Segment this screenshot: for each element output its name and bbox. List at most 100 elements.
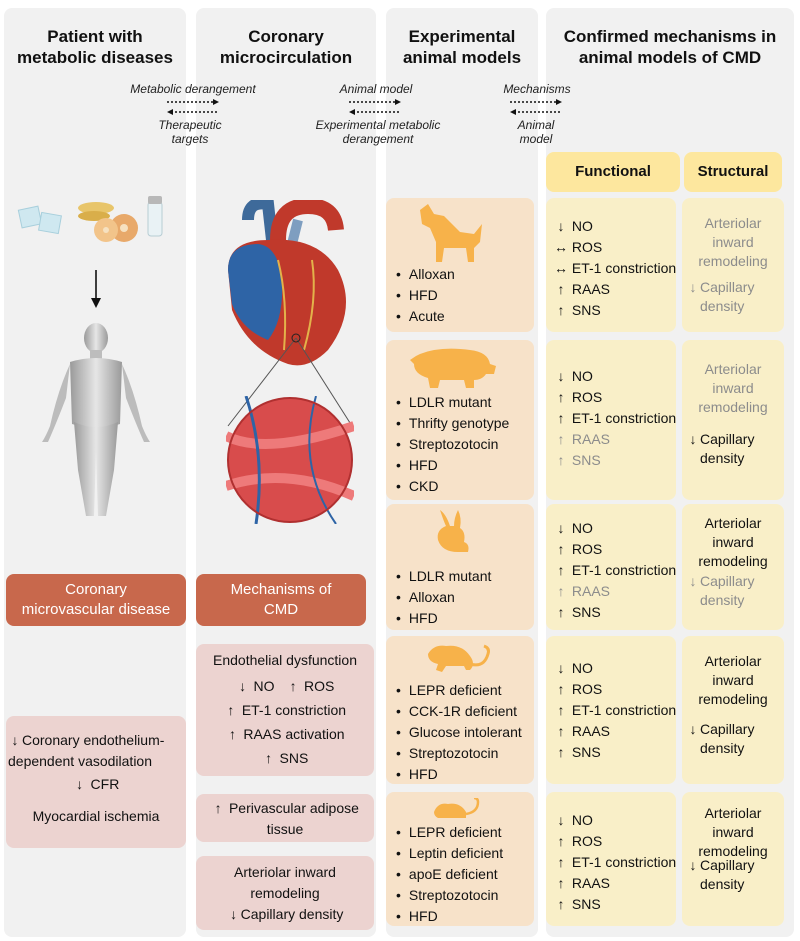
capillary-item: ↓Capillary density xyxy=(686,572,780,610)
human-figure xyxy=(42,323,150,516)
functional-box: ↓ NO↑ ROS↑ ET-1 constriction↑ RAAS↑ SNS xyxy=(546,504,676,630)
down-arrow-icon: ↓ xyxy=(557,812,565,828)
model-item: Thrifty genotype xyxy=(396,413,509,434)
up-arrow-icon: ↑ xyxy=(557,702,565,718)
endothelial-et1: ↑ ET-1 constriction xyxy=(196,700,374,721)
double-arrow-icon xyxy=(167,99,219,115)
double-arrow-icon: ↔ xyxy=(554,260,568,276)
model-list: LEPR deficientCCK-1R deficientGlucose in… xyxy=(396,680,522,785)
functional-item: ↑ ROS xyxy=(554,679,676,700)
remodeling-label: Arteriolar inward remodeling xyxy=(698,653,768,707)
structural-box: Arteriolar inward remodeling↓Capillary d… xyxy=(682,504,784,630)
functional-item: ↓ NO xyxy=(554,810,676,831)
structural-remodeling: Arteriolar inward remodeling xyxy=(234,864,336,901)
model-item: Leptin deficient xyxy=(396,843,503,864)
experimental-derangement-label: Experimental metabolic derangement xyxy=(315,118,441,146)
functional-item: ↑ SNS xyxy=(554,602,676,623)
up-arrow-icon: ↑ xyxy=(557,410,565,426)
remodeling-label: Arteriolar inward remodeling xyxy=(698,361,768,415)
up-arrow-icon: ↑ xyxy=(557,431,565,447)
mechanisms-label: Mechanisms xyxy=(503,82,571,96)
model-box-mouse: LEPR deficientLeptin deficientapoE defic… xyxy=(386,792,534,926)
up-arrow-icon: ↑ xyxy=(557,562,565,578)
double-arrow-icon xyxy=(510,99,562,115)
zoom-lines xyxy=(227,333,353,427)
model-item: HFD xyxy=(396,764,522,785)
animal-model-label: Animal model xyxy=(339,82,413,96)
functional-header: Functional xyxy=(546,152,680,192)
functional-box: ↓ NO↔ ROS↔ ET-1 constriction↑ RAAS↑ SNS xyxy=(546,198,676,332)
remodeling-label: Arteriolar inward remodeling xyxy=(698,215,768,269)
model-item: CCK-1R deficient xyxy=(396,701,522,722)
rabbit-icon xyxy=(437,510,469,552)
model-item: Glucose intolerant xyxy=(396,722,522,743)
model-item: LDLR mutant xyxy=(396,392,509,413)
structural-header: Structural xyxy=(684,152,782,192)
functional-list: ↓ NO↑ ROS↑ ET-1 constriction↑ RAAS↑ SNS xyxy=(554,366,677,471)
coronary-heading: Coronary microcirculation xyxy=(219,27,353,67)
down-arrow-icon xyxy=(91,270,101,308)
diet-illustration xyxy=(17,196,163,242)
functional-item: ↓ NO xyxy=(554,366,676,387)
functional-item: ↑ ROS xyxy=(554,387,676,408)
patient-outcomes-box: ↓Coronary endothelium-dependent vasodila… xyxy=(6,716,186,848)
rat-icon xyxy=(428,644,490,672)
model-list: LDLR mutantAlloxanHFD xyxy=(396,566,491,629)
down-arrow-icon: ↓ xyxy=(689,431,697,447)
model-list: LEPR deficientLeptin deficientapoE defic… xyxy=(396,822,503,927)
patient-heading: Patient with metabolic diseases xyxy=(17,27,173,67)
structural-box: Arteriolar inward remodeling ↓Capillary d… xyxy=(682,636,784,784)
functional-list: ↓ NO↑ ROS↑ ET-1 constriction↑ RAAS↑ SNS xyxy=(554,658,677,763)
remodeling-label: Arteriolar inward remodeling xyxy=(698,515,768,569)
endothelial-title: Endothelial dysfunction xyxy=(213,652,357,668)
up-arrow-icon: ↑ xyxy=(557,281,565,297)
dog-icon xyxy=(420,204,482,262)
functional-item: ↑ RAAS xyxy=(554,279,676,300)
model-item: Alloxan xyxy=(396,587,491,608)
down-arrow-icon: ↓ xyxy=(557,660,565,676)
functional-list: ↓ NO↑ ROS↑ ET-1 constriction↑ RAAS↑ SNS xyxy=(554,518,677,623)
model-list: AlloxanHFDAcute xyxy=(396,264,455,327)
model-item: Streptozotocin xyxy=(396,434,509,455)
heart-illustration xyxy=(228,200,346,366)
down-arrow-icon: ↓ xyxy=(689,573,697,589)
functional-item: ↓ NO xyxy=(554,216,676,237)
model-item: HFD xyxy=(396,285,455,306)
perivascular-box: ↑ Perivascular adipose tissue xyxy=(196,794,374,842)
up-arrow-icon: ↑ xyxy=(289,678,297,694)
down-arrow-icon: ↓ xyxy=(557,368,565,384)
model-box-dog: AlloxanHFDAcute xyxy=(386,198,534,332)
functional-item: ↔ ET-1 constriction xyxy=(554,258,676,279)
up-arrow-icon: ↑ xyxy=(557,854,565,870)
up-arrow-icon: ↑ xyxy=(557,452,565,468)
capillary-item: ↓Capillary density xyxy=(686,278,780,316)
model-item: HFD xyxy=(396,455,509,476)
functional-item: ↑ SNS xyxy=(554,300,676,321)
down-arrow-icon: ↓ xyxy=(239,678,247,694)
down-arrow-icon: ↓ xyxy=(557,218,565,234)
model-item: HFD xyxy=(396,906,503,927)
functional-item: ↑ ET-1 constriction xyxy=(554,700,677,721)
endothelial-no-ros: ↓ NO ↑ ROS xyxy=(196,676,374,697)
up-arrow-icon: ↑ xyxy=(265,750,273,766)
coronary-microvascular-disease-box: Coronary microvascular disease xyxy=(6,574,186,626)
functional-item: ↔ ROS xyxy=(554,237,676,258)
up-arrow-icon: ↑ xyxy=(214,800,222,816)
down-arrow-icon: ↓ xyxy=(689,857,697,873)
capillary-item: ↓Capillary density xyxy=(686,856,780,894)
model-item: LDLR mutant xyxy=(396,566,491,587)
capillary-item: ↓Capillary density xyxy=(686,720,780,758)
down-arrow-icon: ↓ xyxy=(557,520,565,536)
up-arrow-icon: ↑ xyxy=(557,541,565,557)
functional-item: ↑ SNS xyxy=(554,450,676,471)
structural-box: Arteriolar inward remodeling↓Capillary d… xyxy=(682,340,784,500)
up-arrow-icon: ↑ xyxy=(557,302,565,318)
functional-box: ↓ NO↑ ROS↑ ET-1 constriction↑ RAAS↑ SNS xyxy=(546,636,676,784)
up-arrow-icon: ↑ xyxy=(227,702,235,718)
functional-item: ↑ ET-1 constriction xyxy=(554,852,677,873)
experimental-heading: Experimental animal models xyxy=(402,27,522,67)
functional-box: ↓ NO↑ ROS↑ ET-1 constriction↑ RAAS↑ SNS xyxy=(546,340,676,500)
down-arrow-icon: ↓ xyxy=(76,776,84,792)
down-arrow-icon: ↓ xyxy=(689,279,697,295)
mouse-icon xyxy=(434,798,480,818)
